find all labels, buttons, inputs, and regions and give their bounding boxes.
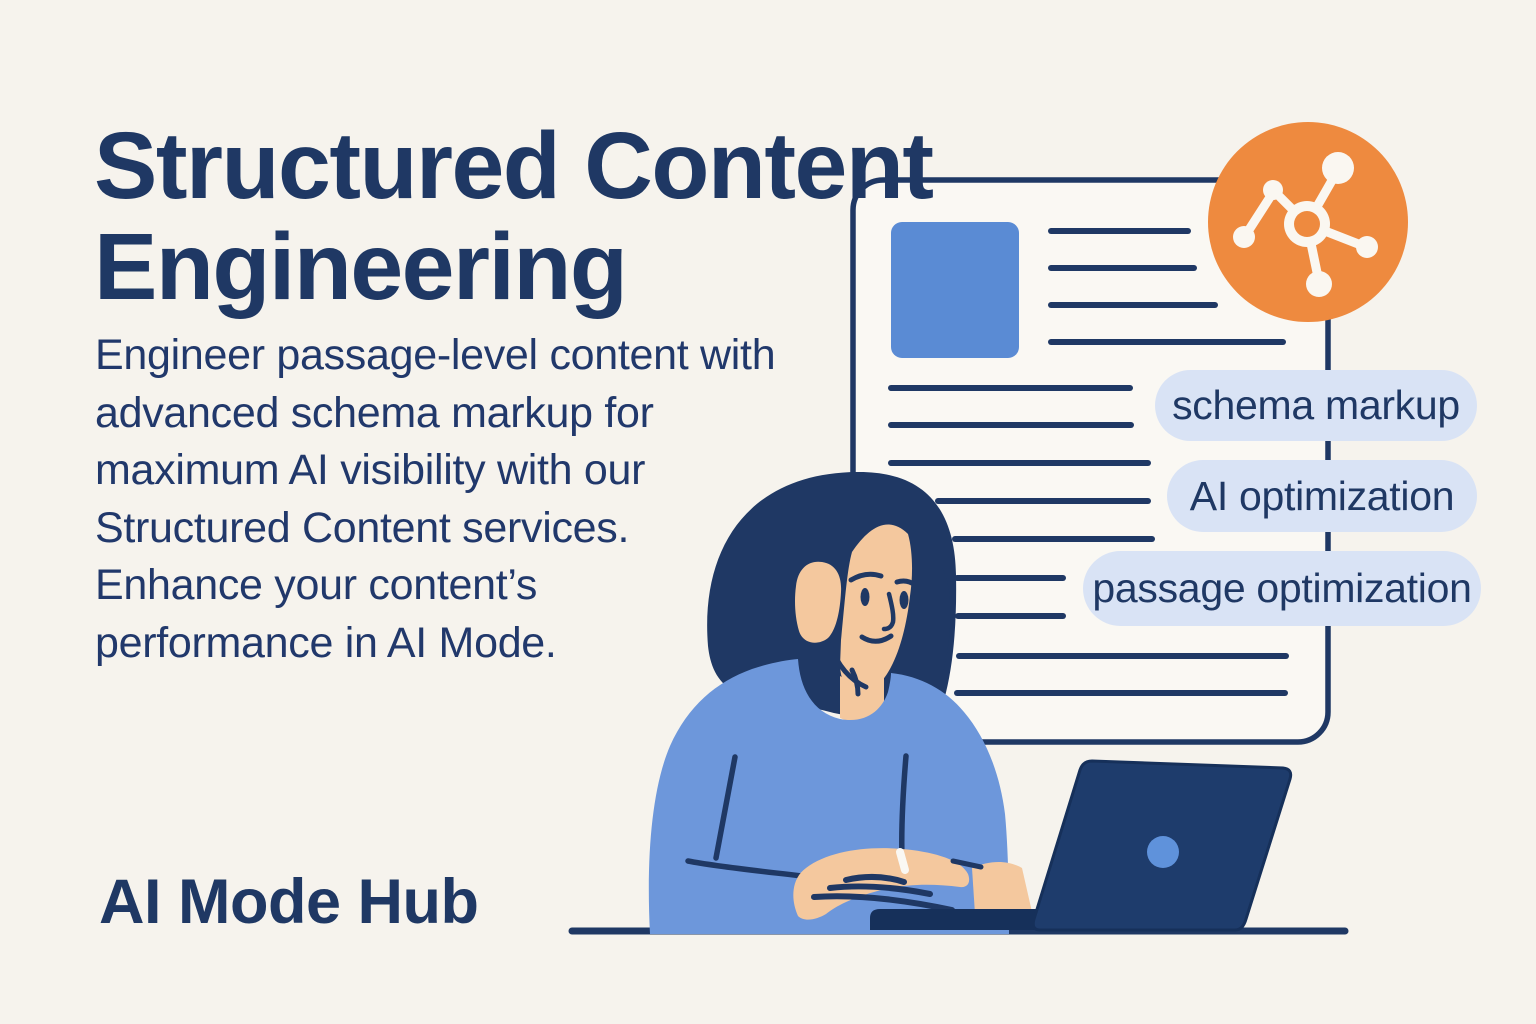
ear [795, 561, 842, 643]
face [840, 524, 913, 694]
laptop [870, 759, 1293, 932]
card-image-placeholder [891, 222, 1019, 358]
finger-lines [811, 874, 955, 913]
brand-logo: AI Mode Hub [99, 867, 479, 937]
pen [896, 848, 909, 874]
description-line: Enhance your content’s [95, 561, 538, 609]
network-badge [1208, 122, 1408, 322]
wrist [972, 862, 1032, 914]
laptop-logo-dot [1147, 836, 1179, 868]
tag-passage-optimization: passage optimization [1083, 551, 1481, 626]
sleeve-cuff-line [950, 858, 984, 870]
right-eye [899, 591, 909, 609]
title-line-2: Engineering [94, 213, 628, 320]
page-title: Structured Content Engineering [94, 112, 1074, 320]
tag-ai-optimization: AI optimization [1167, 460, 1477, 532]
woman-illustration [648, 471, 1032, 934]
description-line: performance in AI Mode. [95, 618, 557, 667]
left-eye [860, 588, 870, 606]
title-line-1: Structured Content [94, 112, 934, 219]
description-text: Engineer passage-level content with adva… [95, 327, 875, 672]
description-line: Structured Content services. [95, 503, 630, 552]
description-line: advanced schema markup for [95, 388, 654, 437]
description-line: Engineer passage-level content with [95, 331, 776, 379]
facial-features [827, 571, 918, 697]
card-text-lines [888, 228, 1289, 696]
hand [793, 848, 970, 920]
description-line: maximum AI visibility with our [95, 446, 646, 494]
tag-schema-markup: schema markup [1155, 370, 1477, 441]
